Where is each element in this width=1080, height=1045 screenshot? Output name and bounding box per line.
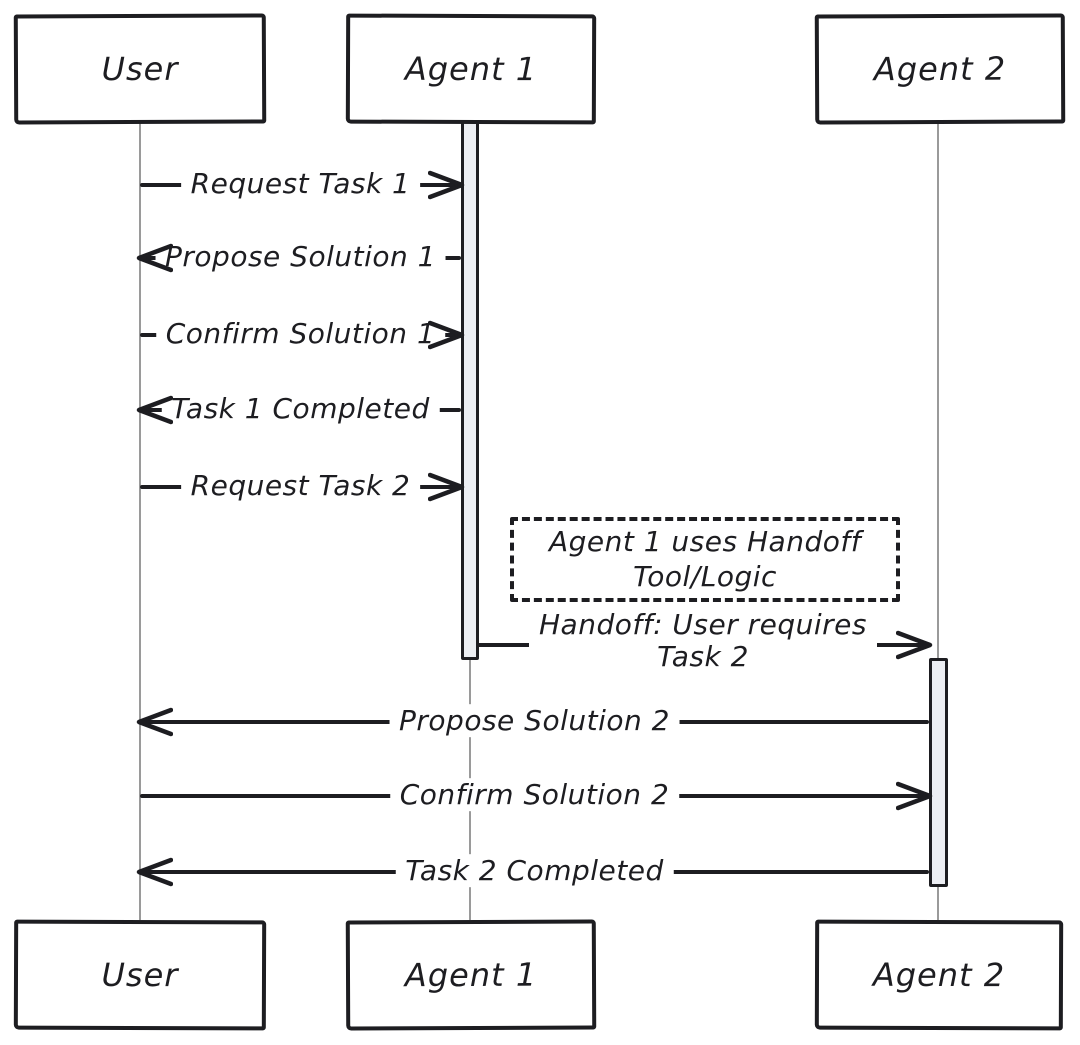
arrowhead-right-icon — [428, 472, 465, 502]
actor-label-user-top: User — [101, 49, 179, 89]
arrowhead-left-icon — [136, 857, 173, 887]
arrowhead-left-icon — [136, 395, 173, 425]
message-label: Propose Solution 2 — [389, 704, 680, 738]
note-text-line-1: Agent 1 uses Handoff — [548, 525, 862, 559]
message-label: Handoff: User requires Task 2 — [529, 607, 877, 674]
arrowhead-right-icon — [896, 781, 933, 811]
arrowhead-left-icon — [136, 243, 173, 273]
message-label: Request Task 2 — [180, 469, 421, 503]
message-label: Request Task 1 — [180, 167, 421, 201]
actor-label-agent1-bottom: Agent 1 — [404, 955, 538, 995]
arrowhead-left-icon — [136, 707, 173, 737]
actor-box-agent1-top: Agent 1 — [345, 13, 597, 125]
note-handoff-tool: Agent 1 uses Handoff Tool/Logic — [510, 517, 900, 602]
lifeline-agent2 — [937, 123, 939, 920]
message-label: Propose Solution 1 — [155, 240, 446, 274]
message-label: Task 1 Completed — [161, 392, 440, 426]
arrowhead-right-icon — [428, 170, 465, 200]
activation-bar-agent2 — [929, 658, 948, 887]
note-text-line-2: Tool/Logic — [633, 559, 777, 593]
arrowhead-right-icon — [428, 320, 465, 350]
actor-box-user-bottom: User — [13, 919, 267, 1031]
actor-label-agent2-top: Agent 2 — [873, 49, 1007, 89]
activation-bar-agent1 — [461, 120, 479, 660]
message-label: Task 2 Completed — [395, 854, 674, 888]
message-label-line-1: Handoff: User requires — [539, 607, 867, 641]
actor-box-agent1-bottom: Agent 1 — [345, 919, 597, 1031]
lifeline-user — [139, 123, 141, 920]
arrowhead-right-icon — [896, 630, 933, 660]
actor-box-user-top: User — [13, 13, 267, 125]
message-label: Confirm Solution 2 — [389, 778, 680, 812]
message-label-line-2: Task 2 — [657, 640, 749, 673]
message-label: Confirm Solution 1 — [155, 317, 446, 351]
actor-box-agent2-bottom: Agent 2 — [814, 919, 1064, 1031]
actor-label-agent1-top: Agent 1 — [404, 49, 538, 89]
actor-box-agent2-top: Agent 2 — [814, 13, 1066, 125]
actor-label-user-bottom: User — [101, 955, 179, 995]
actor-label-agent2-bottom: Agent 2 — [872, 955, 1006, 995]
